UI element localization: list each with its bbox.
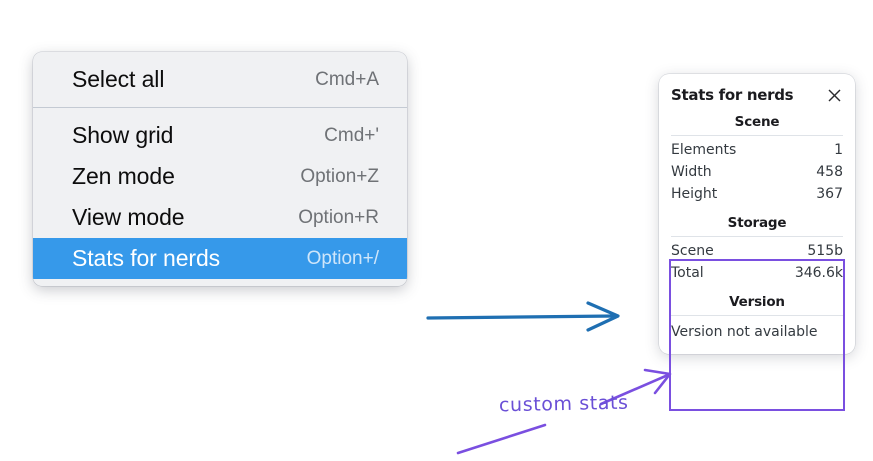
menu-group-1: Select all Cmd+A bbox=[33, 59, 407, 100]
menu-item-label: Show grid bbox=[72, 122, 174, 148]
stats-section-scene: Scene Elements 1 Width 458 Height 367 bbox=[659, 104, 855, 205]
menu-item-shortcut: Option+/ bbox=[306, 247, 379, 269]
close-icon[interactable] bbox=[826, 87, 843, 104]
stats-row-scene-storage: Scene 515b bbox=[671, 240, 843, 262]
stats-row-value: 515b bbox=[807, 243, 843, 259]
blue-arrow-annotation bbox=[426, 301, 620, 332]
stats-panel-title: Stats for nerds bbox=[671, 86, 794, 104]
stats-for-nerds-panel: Stats for nerds Scene Elements 1 Width 4… bbox=[659, 74, 855, 411]
menu-item-label: Zen mode bbox=[72, 163, 175, 189]
stats-row-value: 458 bbox=[816, 164, 843, 180]
menu-item-shortcut: Option+Z bbox=[300, 165, 379, 187]
stats-row-value: 346.6k bbox=[794, 265, 843, 281]
menu-item-shortcut: Option+R bbox=[298, 206, 379, 228]
section-rule bbox=[671, 236, 843, 237]
menu-item-zen-mode[interactable]: Zen mode Option+Z bbox=[33, 156, 407, 197]
stats-row-key: Height bbox=[671, 186, 718, 202]
section-heading: Scene bbox=[734, 114, 780, 130]
menu-item-shortcut: Cmd+A bbox=[315, 68, 379, 90]
menu-item-label: Stats for nerds bbox=[72, 245, 221, 271]
stats-section-version: Version Version not available bbox=[659, 284, 855, 342]
menu-item-label: Select all bbox=[72, 66, 165, 92]
menu-item-show-grid[interactable]: Show grid Cmd+' bbox=[33, 115, 407, 156]
menu-item-select-all[interactable]: Select all Cmd+A bbox=[33, 59, 407, 100]
section-heading: Storage bbox=[727, 215, 787, 231]
stats-panel-header: Stats for nerds bbox=[659, 84, 855, 104]
custom-stats-annotation-label: custom stats bbox=[498, 391, 629, 417]
stats-row-elements: Elements 1 bbox=[671, 139, 843, 161]
stats-row-key: Elements bbox=[671, 142, 737, 158]
stats-section-storage: Storage Scene 515b Total 346.6k bbox=[659, 205, 855, 284]
stats-row-value: 367 bbox=[816, 186, 843, 202]
menu-item-label: View mode bbox=[72, 204, 185, 230]
stats-row-height: Height 367 bbox=[671, 183, 843, 205]
stats-row-total-storage: Total 346.6k bbox=[671, 262, 843, 284]
stats-row-key: Total bbox=[671, 265, 704, 281]
purple-underline-stroke bbox=[456, 423, 547, 455]
menu-item-shortcut: Cmd+' bbox=[324, 124, 379, 146]
menu-item-stats-for-nerds[interactable]: Stats for nerds Option+/ bbox=[33, 238, 407, 279]
section-rule bbox=[671, 315, 843, 316]
context-menu[interactable]: Select all Cmd+A Show grid Cmd+' Zen mod… bbox=[33, 52, 407, 286]
menu-separator bbox=[33, 107, 407, 108]
version-note: Version not available bbox=[671, 324, 818, 340]
stats-row-value: 1 bbox=[834, 142, 843, 158]
stats-row-key: Scene bbox=[671, 243, 714, 259]
stats-row-width: Width 458 bbox=[671, 161, 843, 183]
menu-item-view-mode[interactable]: View mode Option+R bbox=[33, 197, 407, 238]
section-rule bbox=[671, 135, 843, 136]
menu-group-2: Show grid Cmd+' Zen mode Option+Z View m… bbox=[33, 115, 407, 279]
section-heading: Version bbox=[729, 294, 785, 310]
stats-row-key: Width bbox=[671, 164, 712, 180]
